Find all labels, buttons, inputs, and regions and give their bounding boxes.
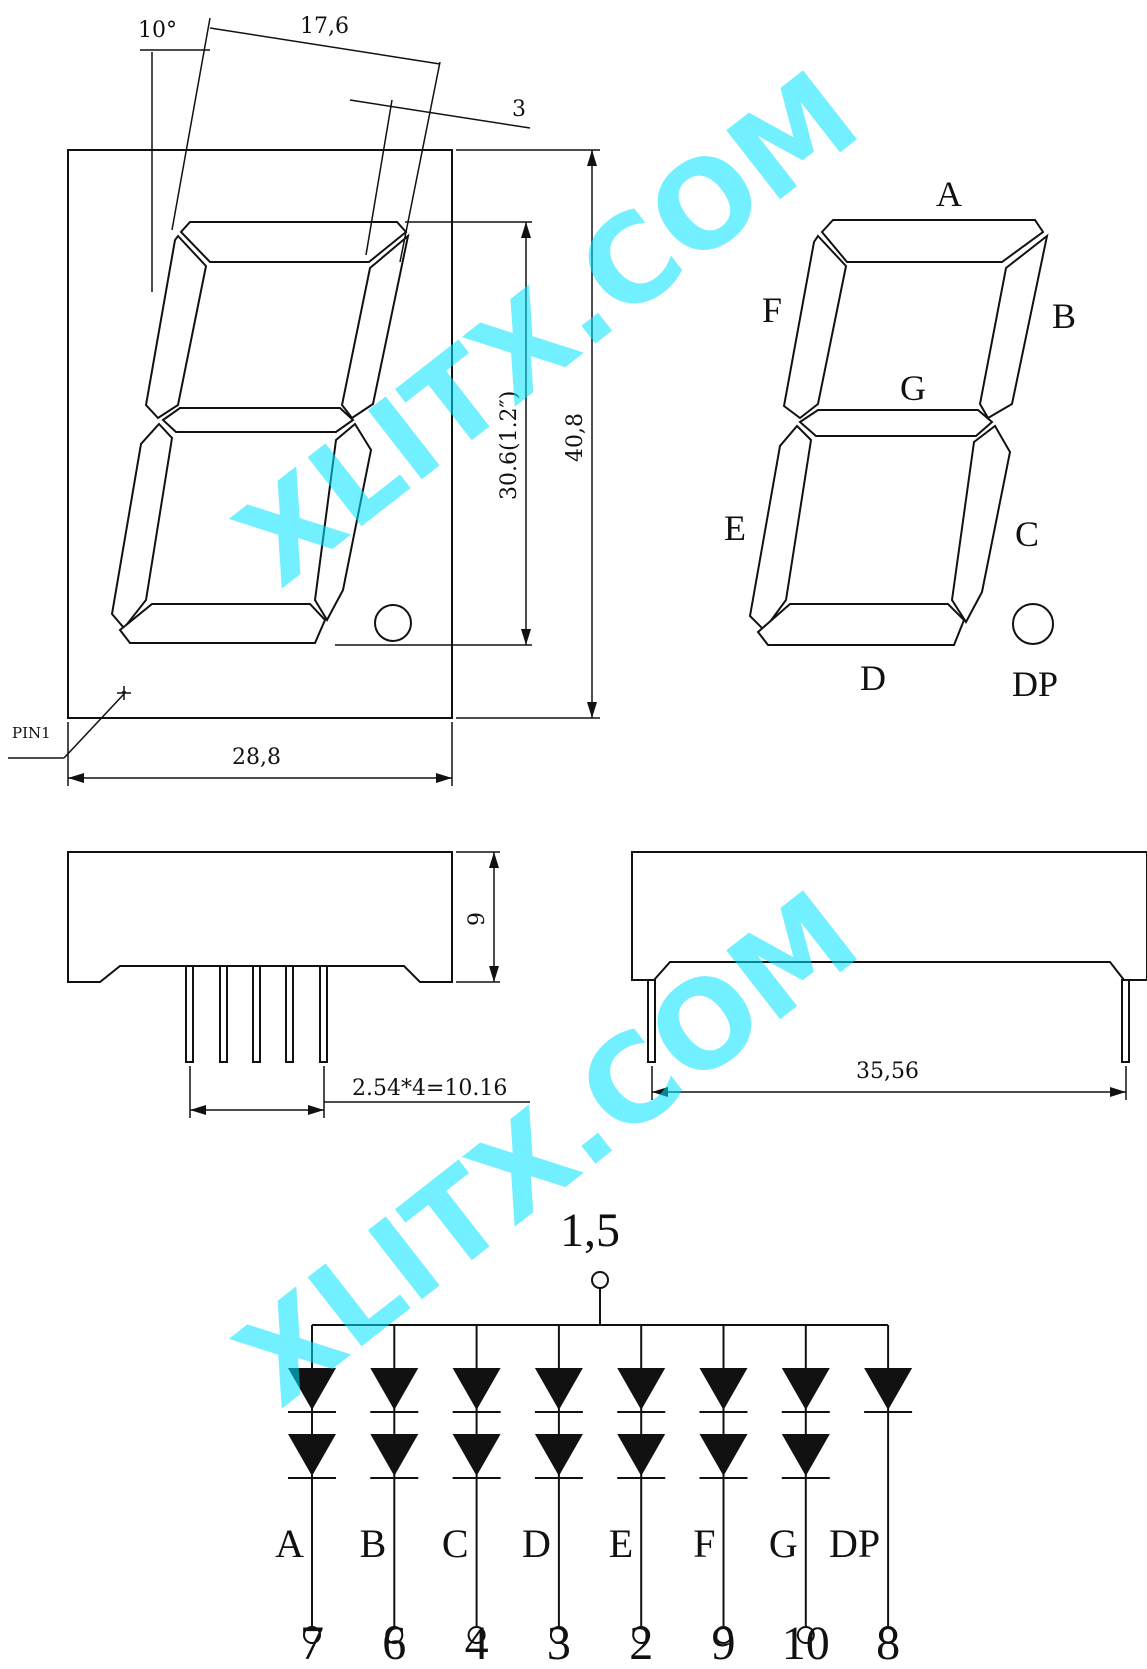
label-e: E [724,508,746,548]
segment-d-front [118,603,327,644]
label-c: C [1015,514,1039,554]
diode-symbol [534,1368,583,1410]
segment-b [978,233,1049,420]
channel-pin-number: 9 [712,1617,736,1669]
label-f: F [762,290,782,330]
segment-f-front [144,234,208,420]
channel-dp: DP 8 [829,1325,913,1669]
channel-f: F9 [693,1325,748,1669]
label-b: B [1052,296,1076,336]
segment-e [748,424,813,632]
channel-pin-number: 6 [382,1617,406,1669]
channel-segment-label: C [442,1521,469,1566]
channel-segment-label: DP [829,1521,880,1566]
diode-symbol [781,1434,830,1476]
common-pins-label: 1,5 [560,1204,620,1257]
diode-symbol [370,1434,419,1476]
diode-symbol [288,1434,336,1476]
channel-segment-label: G [769,1521,798,1566]
diode-symbol [288,1368,336,1410]
channel-b: B6 [360,1325,419,1669]
channel-pin-number: 10 [782,1617,830,1669]
channel-pin-number: 2 [629,1617,653,1669]
channel-e: E2 [609,1325,666,1669]
channel-segment-label: B [360,1521,387,1566]
side-view: 9 2.54*4=10.16 [67,851,530,1118]
label-a: A [936,174,962,214]
dp-circle-front [374,604,412,642]
channel-segment-label: A [275,1521,304,1566]
end-view: 35,56 [631,851,1147,1100]
channel-g: G 10 [769,1325,830,1669]
segment-e-front [110,422,174,630]
segment-c [950,424,1012,624]
dim-seg-thickness: 3 [512,97,526,122]
diode-symbol [699,1368,748,1410]
channel-pin-number: 4 [465,1617,489,1669]
diode-symbol [617,1434,666,1476]
dim-depth: 9 [465,912,490,926]
dp-circle [1012,603,1054,645]
front-body-outline [67,149,453,719]
front-view: 10° 17,6 3 30.6(1.2″) 40,8 28,8 PIN1 [8,14,600,786]
channel-d: D3 [522,1325,583,1669]
label-dp: DP [1012,664,1058,704]
segment-d [756,603,966,646]
segment-map-view: A B F G E C D DP [724,174,1076,704]
diode-symbol [699,1434,748,1476]
diode-symbol [617,1368,666,1410]
segment-a [820,219,1045,263]
watermark-bottom: XLITX.COM [212,866,883,1433]
label-d: D [860,658,886,698]
channel-a: A7 [275,1325,336,1669]
segment-c-front [313,422,373,623]
diode-symbol [781,1368,830,1410]
pin1-label: PIN1 [12,724,51,742]
dim-seg-width: 17,6 [300,14,349,39]
dim-tilt: 10° [138,18,177,43]
diode-symbol [452,1368,501,1410]
diode-symbol [452,1434,501,1476]
dim-body-width: 28,8 [232,745,281,770]
segment-a-front [179,221,408,263]
diode-symbol [864,1368,913,1410]
channel-c: C4 [442,1325,501,1669]
channel-segment-label: D [522,1521,551,1566]
dim-pin-span: 35,56 [856,1059,919,1084]
diode-symbol [534,1434,583,1476]
label-g: G [900,368,926,408]
channel-pin-number: 8 [876,1617,900,1669]
segment-g [798,409,994,437]
segment-b-front [340,233,410,420]
channel-segment-label: F [693,1521,715,1566]
dim-digit-height: 30.6(1.2″) [497,391,522,500]
channel-pin-number: 3 [547,1617,571,1669]
dim-body-height: 40,8 [563,413,588,462]
dim-pin-pitch: 2.54*4=10.16 [352,1076,507,1101]
segment-g-front [161,407,355,433]
channel-segment-label: E [609,1521,633,1566]
diode-symbol [370,1368,419,1410]
segment-f [782,234,848,420]
channel-pin-number: 7 [300,1617,324,1669]
